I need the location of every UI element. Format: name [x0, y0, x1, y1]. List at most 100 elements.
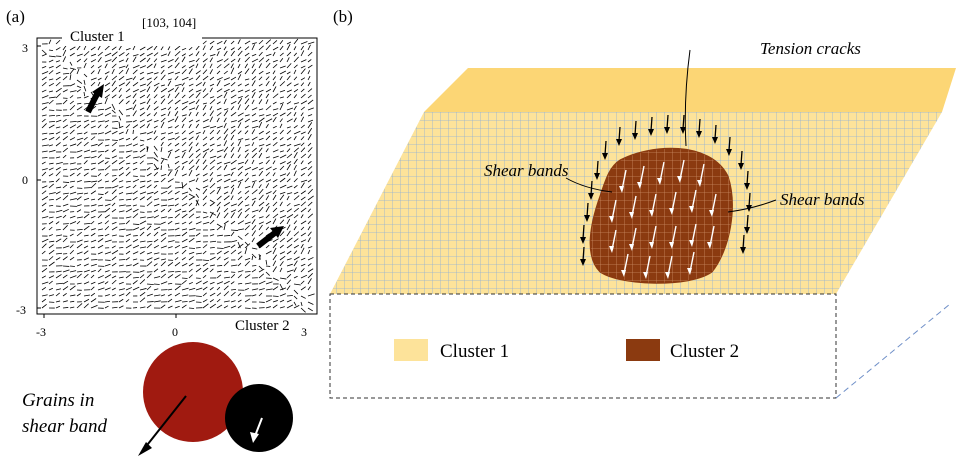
- white-arrow-head: [637, 182, 642, 189]
- vector-arrow: [230, 288, 237, 291]
- vector-arrow: [139, 306, 146, 309]
- vector-arrow: [62, 45, 67, 51]
- vector-arrow: [293, 250, 298, 255]
- vector-arrow: [265, 281, 273, 285]
- vector-arrow: [83, 131, 88, 135]
- vector-arrow: [111, 287, 116, 291]
- vector-arrow: [153, 63, 157, 69]
- white-arrow-head: [621, 270, 626, 277]
- vector-arrow: [55, 60, 61, 63]
- vector-arrow: [48, 65, 54, 69]
- vector-arrow: [146, 146, 149, 153]
- white-arrow-head: [665, 272, 670, 279]
- vector-arrow: [104, 225, 110, 231]
- vector-arrow: [181, 152, 186, 159]
- vector-arrow: [153, 106, 159, 111]
- vector-arrow: [153, 190, 159, 195]
- vector-arrow: [62, 225, 68, 231]
- vector-arrow: [69, 112, 75, 117]
- vector-arrow: [279, 150, 285, 153]
- vector-arrow: [83, 181, 91, 183]
- black-crack-arrow: [650, 116, 653, 132]
- vector-arrow: [146, 261, 153, 267]
- vector-arrow: [286, 63, 292, 69]
- vector-arrow: [279, 219, 285, 225]
- vector-arrow: [41, 238, 49, 243]
- vector-arrow: [195, 267, 202, 273]
- vector-arrow: [244, 56, 250, 63]
- vector-arrow: [62, 181, 70, 183]
- vector-arrow: [293, 301, 297, 306]
- grain-red-circle: [143, 342, 243, 442]
- vector-arrow: [237, 98, 243, 105]
- vector-arrow: [55, 257, 61, 261]
- vector-arrow: [48, 240, 55, 243]
- vector-arrow: [237, 211, 243, 219]
- black-crack-arrow: [698, 118, 701, 134]
- vector-arrow: [48, 59, 54, 63]
- vector-arrow: [76, 264, 82, 267]
- vector-arrow: [230, 244, 236, 249]
- vector-arrow: [216, 40, 223, 45]
- vector-arrow: [258, 144, 265, 147]
- vector-arrow: [174, 111, 179, 117]
- white-arrow-head: [677, 176, 682, 183]
- vector-arrow: [104, 94, 110, 99]
- vector-arrow: [181, 101, 189, 105]
- vector-arrow: [258, 70, 264, 75]
- vector-arrow: [230, 249, 237, 255]
- vector-arrow: [251, 159, 255, 165]
- vector-arrow: [153, 209, 159, 213]
- vector-arrow: [146, 180, 152, 183]
- vector-arrow: [69, 244, 74, 249]
- vector-arrow: [69, 137, 76, 141]
- vector-arrow: [216, 286, 221, 291]
- vector-arrow: [125, 244, 132, 249]
- vector-arrow: [48, 132, 54, 135]
- vector-arrow: [202, 159, 207, 165]
- vector-arrow: [307, 213, 314, 219]
- vector-arrow: [76, 220, 81, 225]
- vector-arrow: [230, 129, 236, 135]
- vector-arrow: [69, 124, 77, 129]
- vector-arrow: [132, 119, 137, 123]
- vector-arrow: [237, 208, 243, 213]
- vector-arrow: [153, 171, 159, 177]
- vector-arrow: [125, 208, 133, 213]
- vector-arrow: [300, 286, 306, 291]
- vector-arrow: [293, 238, 299, 243]
- vector-arrow: [202, 179, 209, 183]
- vector-arrow: [258, 280, 266, 285]
- vector-arrow: [48, 221, 54, 225]
- vector-arrow: [83, 85, 87, 92]
- vector-arrow: [265, 259, 268, 265]
- vector-arrow: [307, 301, 314, 305]
- vector-arrow: [104, 82, 111, 87]
- vector-arrow: [69, 233, 74, 237]
- grain-red-arrow: [138, 395, 187, 456]
- vector-arrow: [272, 86, 277, 93]
- vector-arrow: [258, 130, 264, 135]
- vector-arrow: [230, 120, 237, 123]
- vector-arrow: [132, 167, 138, 171]
- vector-arrow: [230, 50, 235, 57]
- vector-arrow: [62, 269, 70, 273]
- vector-arrow: [125, 192, 133, 195]
- vector-arrow: [293, 130, 301, 135]
- vector-arrow: [104, 287, 111, 291]
- vector-arrow: [90, 220, 95, 225]
- vector-arrow: [90, 150, 97, 153]
- vector-arrow: [216, 166, 222, 171]
- vector-arrow: [293, 275, 298, 279]
- vector-arrow: [244, 68, 250, 75]
- vector-arrow: [41, 123, 47, 129]
- vector-arrow: [244, 89, 250, 93]
- vector-arrow: [83, 197, 90, 201]
- vector-arrow: [139, 251, 145, 255]
- vector-arrow: [55, 215, 62, 219]
- vector-arrow: [223, 173, 231, 177]
- vector-arrow: [293, 220, 298, 225]
- vector-arrow: [251, 237, 255, 243]
- vector-arrow: [181, 56, 186, 63]
- vector-arrow: [279, 57, 284, 63]
